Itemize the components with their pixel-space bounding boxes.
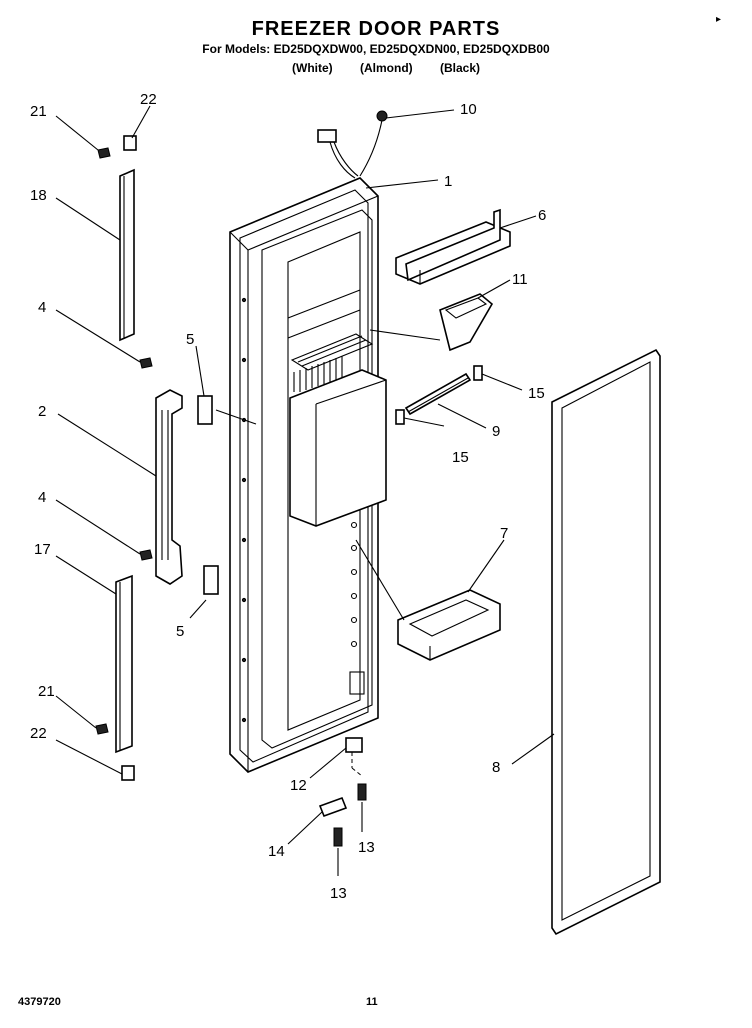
clip-upper bbox=[123, 135, 137, 151]
door-shelf bbox=[395, 208, 511, 285]
ice-chute bbox=[439, 293, 494, 352]
callout-4-top: 4 bbox=[38, 299, 46, 316]
document-number: 4379720 bbox=[18, 996, 61, 1008]
end-cap-top bbox=[473, 365, 483, 381]
door-gasket bbox=[551, 348, 661, 936]
clip-lower bbox=[121, 765, 135, 781]
wire-harness bbox=[317, 110, 388, 179]
callout-15-top: 15 bbox=[528, 385, 545, 402]
screw-handle-top bbox=[139, 357, 153, 369]
callout-17: 17 bbox=[34, 541, 51, 558]
callout-13-bottom: 13 bbox=[330, 885, 347, 902]
callout-6: 6 bbox=[538, 207, 546, 224]
handle-cap-top bbox=[197, 395, 213, 425]
callout-21-top: 21 bbox=[30, 103, 47, 120]
callout-10: 10 bbox=[460, 101, 477, 118]
callout-1: 1 bbox=[444, 173, 452, 190]
trim-strip-upper bbox=[119, 168, 135, 342]
callout-12: 12 bbox=[290, 777, 307, 794]
callout-9: 9 bbox=[492, 423, 500, 440]
callout-4-bottom: 4 bbox=[38, 489, 46, 506]
screw-upper bbox=[97, 147, 111, 159]
callout-8: 8 bbox=[492, 759, 500, 776]
dispenser-grille bbox=[290, 333, 374, 392]
freezer-door-panel bbox=[229, 177, 387, 773]
hinge-pin-bottom bbox=[333, 827, 343, 847]
callout-7: 7 bbox=[500, 525, 508, 542]
corner-mark: ▸ bbox=[716, 14, 721, 25]
trim-strip-lower bbox=[115, 574, 133, 754]
screw-handle-bottom bbox=[139, 549, 153, 561]
color-almond: (Almond) bbox=[360, 61, 413, 75]
door-handle bbox=[155, 389, 183, 585]
page-title: FREEZER DOOR PARTS bbox=[251, 18, 501, 40]
callout-labels: 21 22 10 1 6 18 11 4 5 15 2 9 15 4 7 17 … bbox=[30, 91, 546, 902]
callout-5-bottom: 5 bbox=[176, 623, 184, 640]
callout-22-bottom: 22 bbox=[30, 725, 47, 742]
page-number: 11 bbox=[366, 996, 378, 1008]
callout-11: 11 bbox=[512, 271, 528, 288]
callout-15-bottom: 15 bbox=[452, 449, 469, 466]
hinge-bracket bbox=[345, 737, 363, 753]
screw-lower bbox=[95, 723, 109, 735]
leader-lines bbox=[55, 105, 555, 876]
callout-22-top: 22 bbox=[140, 91, 157, 108]
ice-bucket-tray bbox=[397, 589, 501, 661]
color-black: (Black) bbox=[440, 61, 481, 75]
callout-18: 18 bbox=[30, 187, 47, 204]
color-white: (White) bbox=[292, 61, 333, 75]
callout-13-right: 13 bbox=[358, 839, 375, 856]
callout-21-bottom: 21 bbox=[38, 683, 55, 700]
callout-14: 14 bbox=[268, 843, 285, 860]
callout-5-top: 5 bbox=[186, 331, 194, 348]
hinge-bushing bbox=[318, 796, 348, 818]
callout-2: 2 bbox=[38, 403, 46, 420]
end-cap-bottom bbox=[395, 409, 405, 425]
hinge-pin-right bbox=[357, 783, 367, 801]
model-list: For Models: ED25DQXDW00, ED25DQXDN00, ED… bbox=[202, 42, 550, 56]
handle-cap-bottom bbox=[203, 565, 219, 595]
dispenser-trim bbox=[404, 372, 472, 416]
